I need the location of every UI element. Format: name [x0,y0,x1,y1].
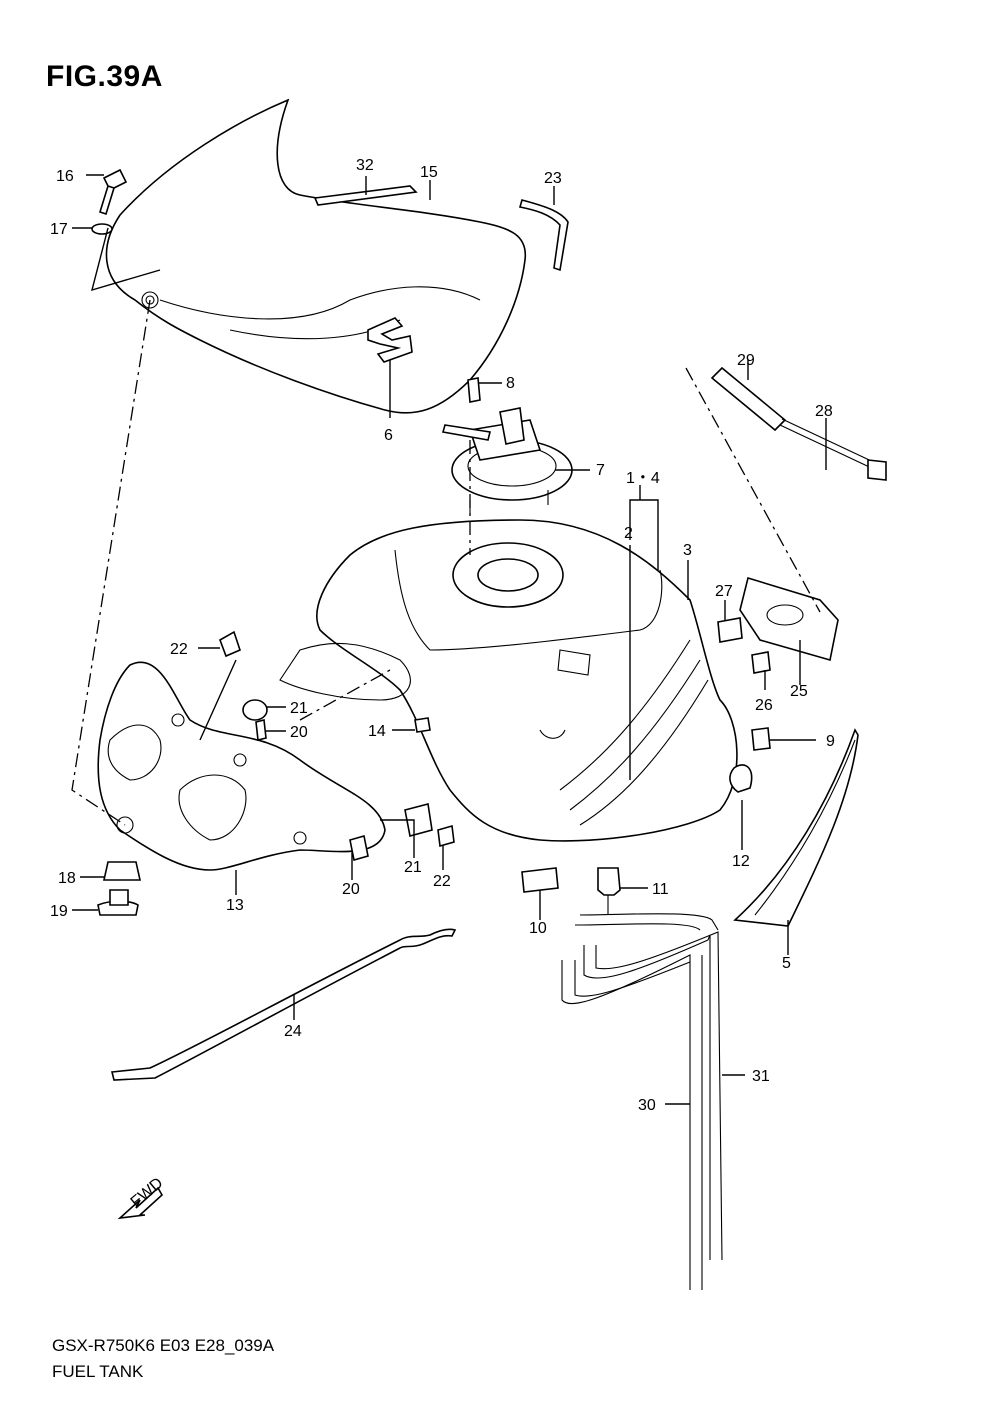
callout-17: 17 [50,221,68,238]
rod-part [111,928,457,1081]
callout-27: 27 [715,583,733,600]
drain-hose-parts [561,913,723,1290]
figure-name: FUEL TANK [52,1362,144,1381]
callout-20-a: 20 [290,724,308,741]
callout-13: 13 [226,897,244,914]
side-trim-part [733,728,859,927]
callout-7: 7 [596,462,605,479]
fuel-cap-part [441,377,573,515]
figure-code: GSX-R750K6 E03 E28_039A [52,1336,275,1355]
strip-part [313,185,418,206]
callout-19: 19 [50,903,68,920]
callout-16: 16 [56,168,74,185]
callout-24: 24 [284,1023,302,1040]
callout-9: 9 [826,733,835,750]
tank-cover-part [105,98,527,414]
cushion-parts [219,630,455,862]
bracket-part [97,661,386,871]
callout-25: 25 [790,683,808,700]
callout-8: 8 [506,375,515,392]
callout-10: 10 [529,920,547,937]
figure-title: FIG.39A [46,60,163,93]
callout-21-b: 21 [404,859,422,876]
callout-12: 12 [732,853,750,870]
callout-28: 28 [815,403,833,420]
callout-31: 31 [752,1068,770,1085]
callout-22-b: 22 [433,873,451,890]
callout-15: 15 [420,164,438,181]
callout-26: 26 [755,697,773,714]
callout-20-b: 20 [342,881,360,898]
clip-parts [521,727,771,915]
callout-29: 29 [737,352,755,369]
callout-11: 11 [652,881,669,898]
callout-5: 5 [782,955,791,972]
callout-1-4: 1・4 [626,470,660,487]
fuel-tank-part [279,519,738,842]
callout-2: 2 [624,525,633,542]
callout-22-a: 22 [170,641,188,658]
callout-21-a: 21 [290,700,308,717]
rubber-mount-part [97,861,141,916]
callout-18: 18 [58,870,76,887]
forward-arrow-icon: FWD [117,1175,166,1220]
callout-6: 6 [384,427,393,444]
bolt-collar-part [710,366,887,481]
callout-30: 30 [638,1097,656,1114]
callout-14: 14 [368,723,386,740]
callout-23: 23 [544,170,562,187]
callout-3: 3 [683,542,692,559]
hose-part [518,199,569,272]
plate-part [717,576,839,674]
callout-32: 32 [356,157,374,174]
